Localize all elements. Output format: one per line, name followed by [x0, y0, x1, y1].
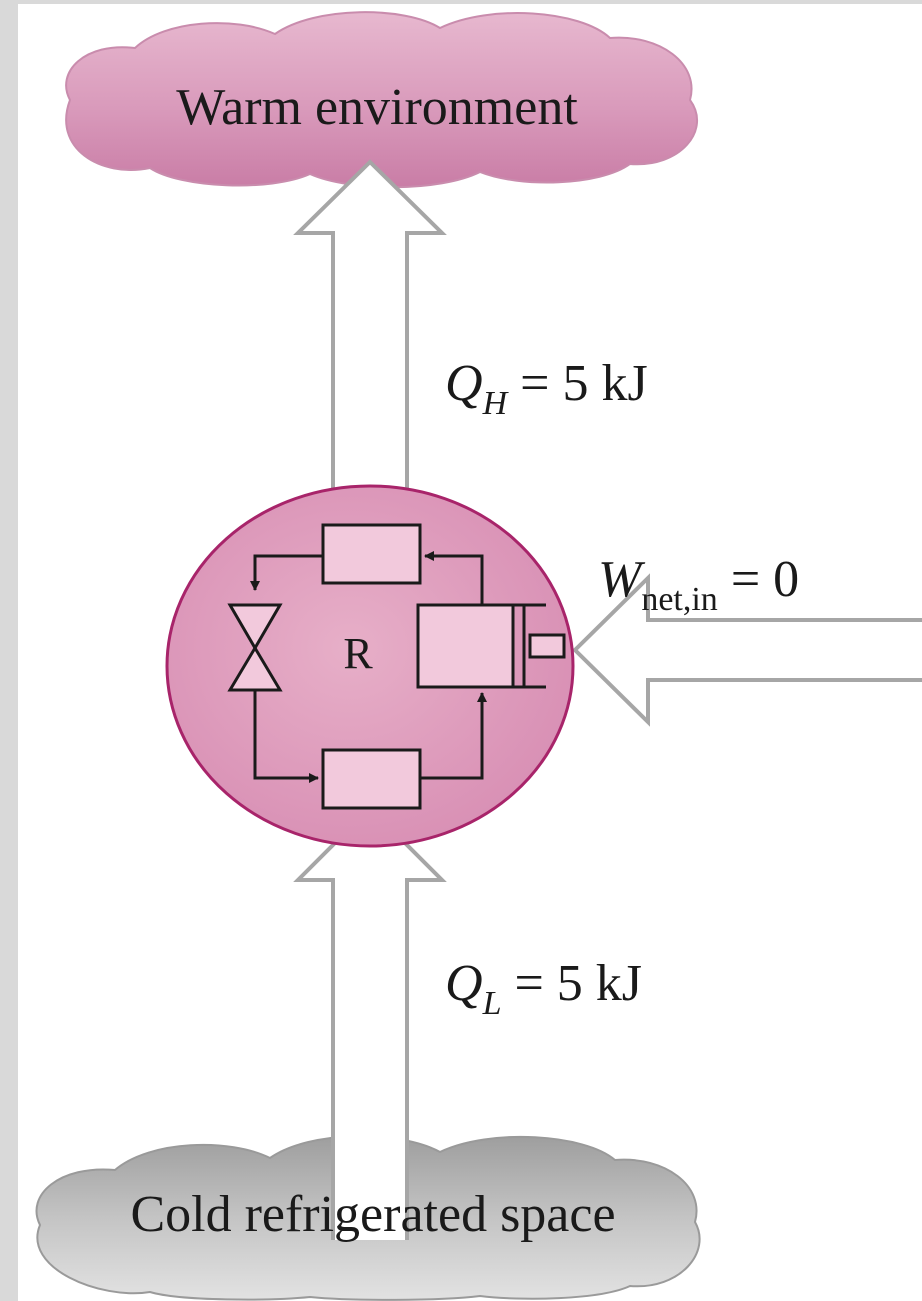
heat-absorbed-label: QL = 5 kJ [445, 955, 642, 1022]
heat-absorbed-symbol: Q [445, 955, 483, 1012]
refrigerator-device: R [165, 484, 575, 848]
piston-icon [514, 603, 566, 689]
heat-rejected-subscript: H [482, 385, 510, 422]
compressor-box [416, 603, 515, 689]
work-input-label: Wnet,in = 0 [598, 551, 799, 618]
heat-rejected-symbol: Q [445, 355, 483, 412]
cold-space-label: Cold refrigerated space [130, 1186, 615, 1243]
evaporator-box [321, 748, 422, 810]
heat-rejected-label: QH = 5 kJ [445, 355, 648, 422]
work-input-arrow [572, 573, 922, 727]
condenser-box [321, 523, 422, 585]
warm-environment-cloud: Warm environment [65, 11, 698, 189]
heat-rejected-arrow [293, 159, 447, 505]
work-input-subscript: net,in [641, 581, 717, 618]
device-label: R [343, 629, 373, 678]
work-input-value: = 0 [718, 551, 799, 608]
warm-environment-label: Warm environment [176, 79, 578, 136]
heat-absorbed-value: = 5 kJ [501, 955, 642, 1012]
work-input-symbol: W [598, 551, 646, 608]
heat-absorbed-subscript: L [482, 985, 502, 1022]
heat-rejected-value: = 5 kJ [507, 355, 648, 412]
